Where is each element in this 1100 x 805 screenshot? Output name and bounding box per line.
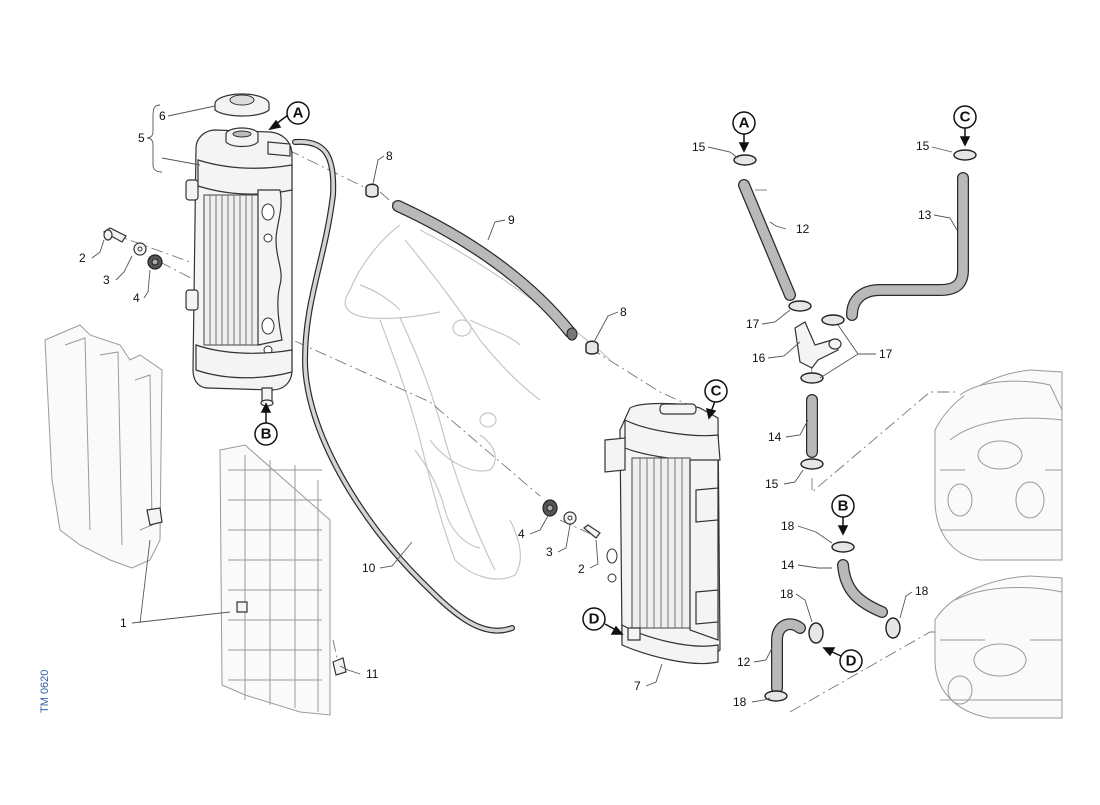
callout-number: 2 — [79, 251, 86, 265]
connector-letter: C — [711, 383, 722, 400]
drawing-code: TM 0620 — [39, 670, 51, 713]
callout-number: 5 — [138, 131, 145, 145]
hose-clamps — [733, 149, 977, 702]
callout-number: 3 — [103, 273, 110, 287]
connecting-hose — [392, 200, 578, 341]
connector-c-hose: C — [953, 105, 977, 147]
connector-letter: A — [739, 115, 750, 132]
frame-outline — [344, 224, 611, 580]
connector-b-left: B — [254, 402, 278, 446]
callout-number: 4 — [518, 527, 525, 541]
callout-number: 15 — [692, 140, 706, 154]
right-radiator-fins — [639, 458, 683, 628]
callout-number: 11 — [366, 667, 379, 681]
small-hose-clamps — [365, 183, 599, 355]
radiator-cap — [214, 93, 270, 148]
connector-a-left: A — [268, 101, 310, 131]
hose-12-upper — [738, 179, 796, 301]
radiator-louver-guard — [219, 444, 331, 716]
y-fitting — [794, 321, 842, 369]
callout-number: 10 — [362, 561, 376, 575]
hose-12-lower — [771, 618, 806, 694]
callout-number: 8 — [386, 149, 393, 163]
callout-number: 6 — [159, 109, 166, 123]
connector-letter: B — [261, 426, 272, 443]
overflow-hose — [292, 138, 515, 634]
connector-letter: A — [293, 105, 304, 122]
connector-d-hose: D — [822, 647, 863, 673]
left-radiator — [185, 129, 293, 407]
callout-number: 3 — [546, 545, 553, 559]
connector-b-hose: B — [831, 494, 855, 536]
callout-number: 14 — [781, 558, 795, 572]
left-radiator-shroud — [44, 324, 163, 569]
callout-number: 9 — [508, 213, 515, 227]
callout-number: 1 — [120, 616, 127, 630]
hose-13 — [846, 172, 969, 321]
connector-c-right-radiator: C — [704, 379, 728, 420]
callout-numbers: 6 5 2 3 4 1 8 9 8 10 11 4 3 2 7 15 15 12… — [79, 109, 932, 709]
right-radiator — [604, 402, 721, 665]
right-mounting-hardware — [542, 499, 601, 539]
callout-number: 18 — [781, 519, 795, 533]
callout-number: 15 — [765, 477, 779, 491]
callout-number: 17 — [879, 347, 893, 361]
callout-number: 4 — [133, 291, 140, 305]
connector-letter: D — [846, 653, 857, 670]
connector-d-right-radiator: D — [582, 607, 624, 635]
callout-number: 18 — [915, 584, 929, 598]
callout-number: 16 — [752, 351, 766, 365]
left-radiator-fins — [209, 195, 253, 345]
engine-cylinder-heads — [934, 369, 1063, 719]
leader-lines — [91, 104, 958, 703]
callout-number: 18 — [733, 695, 747, 709]
callout-number: 12 — [796, 222, 810, 236]
left-mounting-hardware — [102, 227, 163, 270]
callout-number: 15 — [916, 139, 930, 153]
hose-14-lower — [837, 559, 888, 618]
connector-letter: B — [838, 498, 849, 515]
connector-letter: C — [960, 109, 971, 126]
callout-number: 17 — [746, 317, 760, 331]
callout-number: 2 — [578, 562, 585, 576]
callout-number: 14 — [768, 430, 782, 444]
connector-letter: D — [589, 611, 600, 628]
callout-number: 8 — [620, 305, 627, 319]
callout-number: 12 — [737, 655, 751, 669]
small-bracket — [332, 657, 347, 676]
callout-number: 13 — [918, 208, 932, 222]
callout-number: 7 — [634, 679, 641, 693]
connector-a-hose: A — [732, 111, 756, 153]
callout-number: 18 — [780, 587, 794, 601]
